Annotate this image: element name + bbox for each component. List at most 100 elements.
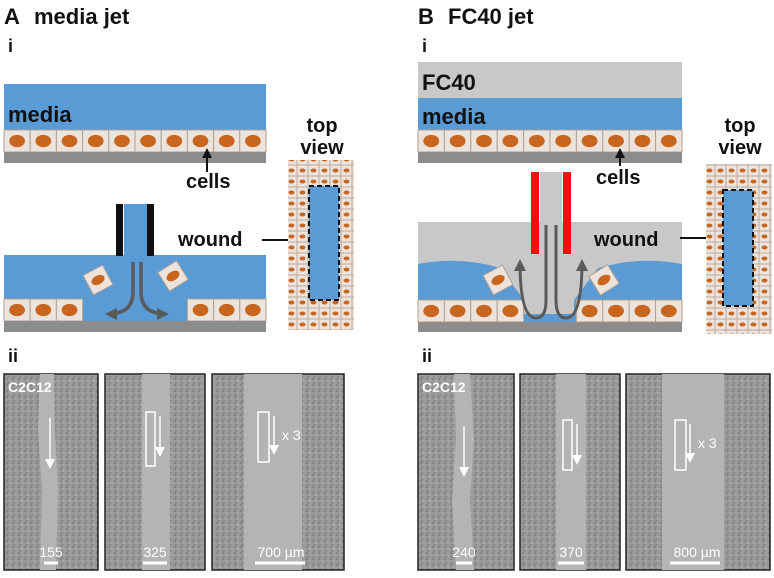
cell-nucleus: [634, 304, 651, 318]
cell-nucleus: [608, 304, 624, 318]
cell-nucleus: [423, 304, 440, 318]
cell-nucleus: [449, 134, 466, 148]
cell-nucleus: [502, 134, 519, 148]
cell-nucleus: [9, 303, 25, 317]
panel-b-letter: B: [418, 4, 434, 29]
panel-a-cell-row-top: [3, 129, 267, 153]
cell-nucleus: [9, 134, 25, 148]
panel-a-scale-label-3: 700 µm: [258, 544, 305, 560]
cell-nucleus: [528, 134, 545, 148]
panel-a-scale-label-1: 155: [39, 544, 63, 560]
panel-b-jet-path-2: [562, 419, 573, 471]
panel-b-top-label: top: [724, 115, 755, 137]
panel-a-sub-ii: ii: [8, 346, 18, 366]
cell-nucleus: [555, 134, 572, 148]
panel-a-scale-label-2: 325: [143, 544, 167, 560]
panel-b-multiplier: x 3: [698, 435, 717, 451]
panel-b-substrate-top: [418, 152, 682, 163]
panel-b: B FC40 jet i FC40 media cells: [417, 4, 772, 571]
cell-nucleus: [114, 134, 130, 148]
panel-b-flow-arrow-right: [554, 225, 588, 320]
cell-nucleus: [140, 134, 156, 148]
panel-a-detached-cell-right: [157, 260, 189, 292]
panel-a-sub-i: i: [8, 36, 13, 56]
panel-a-substrate-top: [4, 152, 266, 163]
panel-a-jet-path-3: [257, 411, 270, 463]
panel-b-cells-label: cells: [596, 167, 640, 189]
cell-nucleus: [35, 134, 52, 148]
panel-b-cell-row-top: [417, 129, 683, 153]
panel-b-wound-label: wound: [593, 229, 658, 251]
cell-nucleus: [192, 134, 209, 148]
panel-a-cell-line: C2C12: [8, 379, 52, 395]
panel-b-sub-i: i: [422, 36, 427, 56]
panel-b-scale-label-1: 240: [452, 544, 476, 560]
cell-nucleus: [245, 134, 261, 148]
cell-nucleus: [581, 304, 598, 318]
panel-a-top-view-wound: [308, 185, 340, 301]
panel-b-flow-arrow-left: [514, 225, 548, 320]
panel-a-flow-arrow-left: [105, 262, 135, 320]
panel-a-micrograph-2: 325: [104, 373, 206, 571]
panel-b-nozzle-left: [531, 172, 539, 254]
panel-a-micrograph-3: x 3 700 µm: [211, 373, 345, 571]
panel-b-micrograph-3: x 3 800 µm: [625, 373, 771, 571]
panel-a-nozzle-left: [116, 204, 123, 256]
cell-nucleus: [660, 134, 677, 148]
panel-b-jet-stream: [540, 172, 562, 222]
panel-b-fc40-layer: [418, 62, 682, 98]
panel-b-title: FC40 jet: [448, 4, 534, 29]
cell-nucleus: [61, 303, 78, 317]
panel-b-media-label: media: [422, 104, 486, 129]
panel-a: A media jet i media cells wound to: [3, 4, 354, 571]
panel-b-micrograph-2: 370: [519, 373, 621, 571]
cell-nucleus: [581, 134, 598, 148]
cell-nucleus: [634, 134, 651, 148]
cell-nucleus: [218, 303, 235, 317]
cell-nucleus: [87, 134, 104, 148]
panel-a-multiplier: x 3: [282, 427, 301, 443]
panel-a-flow-arrow-right: [139, 262, 169, 320]
panel-a-cell-row-bottom: [3, 298, 267, 322]
panel-b-cell-line: C2C12: [422, 379, 466, 395]
panel-a-view-label: view: [300, 137, 344, 159]
panel-a-top-label: top: [306, 115, 337, 137]
cell-nucleus: [423, 134, 440, 148]
cell-nucleus: [192, 303, 209, 317]
panel-a-micrograph-1: C2C12 155: [3, 373, 99, 571]
panel-b-jet-path-3: [674, 419, 687, 471]
panel-b-cell-row-bottom: [417, 299, 683, 323]
panel-a-letter: A: [4, 4, 20, 29]
cell-nucleus: [166, 134, 183, 148]
panel-a-nozzle-right: [147, 204, 154, 256]
panel-b-nozzle-right: [563, 172, 571, 254]
cell-nucleus: [476, 304, 492, 318]
panel-a-jet-path-2: [145, 411, 156, 467]
cell-nucleus: [218, 134, 235, 148]
cell-nucleus: [660, 304, 677, 318]
panel-b-detached-cell-left: [482, 264, 514, 296]
panel-b-view-label: view: [718, 137, 762, 159]
panel-b-detached-cell-right: [588, 264, 620, 296]
cell-nucleus: [476, 134, 492, 148]
cell-nucleus: [245, 303, 261, 317]
panel-a-wound-label: wound: [177, 229, 242, 251]
panel-b-fc40-label: FC40: [422, 70, 476, 95]
panel-b-substrate-bottom: [418, 322, 682, 332]
panel-a-cells-label: cells: [186, 171, 230, 193]
cell-nucleus: [502, 304, 519, 318]
panel-a-substrate-bottom: [4, 321, 266, 332]
panel-b-top-view-wound: [722, 189, 754, 307]
cell-nucleus: [608, 134, 624, 148]
panel-b-scale-label-3: 800 µm: [674, 544, 721, 560]
cell-nucleus: [35, 303, 52, 317]
cell-nucleus: [449, 304, 466, 318]
panel-a-detached-cell-left: [82, 264, 114, 296]
panel-b-wound-film: [524, 314, 574, 322]
panel-a-media-label: media: [8, 102, 72, 127]
cell-nucleus: [61, 134, 78, 148]
panel-b-micrograph-1: C2C12 240: [417, 373, 515, 571]
panel-b-sub-ii: ii: [422, 346, 432, 366]
panel-a-title: media jet: [34, 4, 130, 29]
